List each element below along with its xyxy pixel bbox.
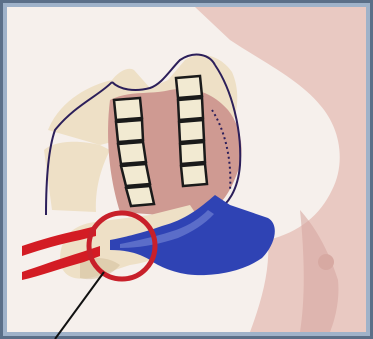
upper-tooth: [114, 98, 142, 120]
lower-tooth: [181, 164, 207, 186]
lower-teeth: [176, 76, 207, 186]
lower-tooth: [179, 120, 204, 142]
upper-tooth: [126, 186, 154, 206]
upper-tooth: [118, 142, 146, 164]
upper-tooth: [121, 164, 150, 186]
lower-tooth: [180, 142, 205, 164]
upper-tooth: [116, 120, 143, 142]
adams-apple: [318, 254, 334, 270]
lower-tooth: [178, 98, 203, 120]
lower-tooth: [176, 76, 202, 98]
